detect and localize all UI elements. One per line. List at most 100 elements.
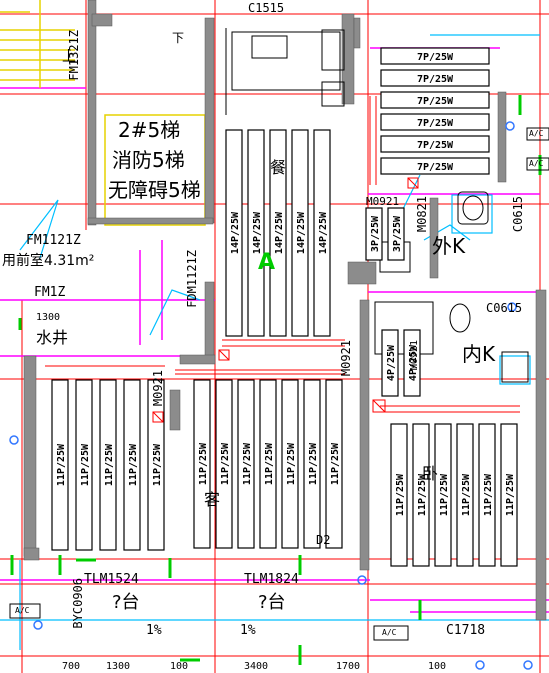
heater-p11b-6: 11P/25W — [325, 379, 343, 549]
dim-6: 100 — [428, 661, 447, 672]
heater-label: 14P/25W — [230, 211, 241, 254]
heating-pipes — [45, 96, 520, 413]
label-ac-3: A/C — [15, 606, 30, 615]
heater-tp-1: 7P/25W — [380, 69, 490, 87]
label-ac-2: A/C — [529, 159, 544, 168]
label-balcony-2: ?台 — [258, 592, 286, 613]
stair-name-3: 无障碍5梯 — [108, 178, 201, 202]
heater-label: 14P/25W — [274, 211, 285, 254]
heater-p11a-0: 11P/25W — [51, 379, 69, 551]
label-c1515: C1515 — [248, 1, 285, 15]
label-lobby: 用前室4.31m² — [2, 253, 95, 269]
heater-label: 11P/25W — [417, 473, 428, 516]
heater-label: 11P/25W — [104, 443, 115, 486]
dim-1: 700 — [62, 661, 81, 672]
heater-tp-2: 7P/25W — [380, 91, 490, 109]
heater-label: 7P/25W — [417, 96, 454, 107]
heater-label: 11P/25W — [264, 442, 275, 485]
label-tlm1524: TLM1524 — [84, 572, 139, 587]
label-living: 客 — [204, 490, 221, 509]
label-byc0906: BYC0906 — [71, 578, 85, 629]
label-balcony-1: ?台 — [112, 592, 140, 613]
label-fm1z: FM1Z — [34, 285, 66, 300]
heater-p3-1: 3P/25W — [387, 207, 405, 261]
label-m0921-a: M0921 — [366, 195, 400, 208]
heater-label: 7P/25W — [417, 162, 454, 173]
label-ac-4: A/C — [382, 628, 397, 637]
heater-p11c-2: 11P/25W — [434, 423, 452, 567]
heater-label: 11P/25W — [80, 443, 91, 486]
magenta-lines — [0, 47, 549, 613]
heater-p11c-3: 11P/25W — [456, 423, 474, 567]
heater-label: 11P/25W — [330, 442, 341, 485]
heater-p14-0: 14P/25W — [225, 129, 243, 337]
label-slope-2: 1% — [240, 623, 256, 638]
heater-label: 7P/25W — [417, 118, 454, 129]
valves — [152, 177, 419, 423]
label-kitchen: 餐 — [270, 158, 287, 177]
label-1300: 1300 — [36, 312, 61, 323]
dim-3: 100 — [170, 661, 189, 672]
heater-tp-0: 7P/25W — [380, 47, 490, 65]
heater-p14-3: 14P/25W — [291, 129, 309, 337]
label-m0921-d: M0921 — [409, 340, 420, 371]
heater-label: 11P/25W — [286, 442, 297, 485]
cyan-lines — [0, 34, 549, 650]
kitchen-counter — [225, 28, 345, 115]
heater-p11c-5: 11P/25W — [500, 423, 518, 567]
label-fm1321: FM1321Z — [67, 30, 81, 81]
heater-label: 4P/25W — [408, 344, 419, 381]
heater-p11a-2: 11P/25W — [99, 379, 117, 551]
heater-p4-1: 4P/25W — [403, 329, 421, 397]
label-d2: D2 — [316, 533, 331, 547]
heater-p11c-4: 11P/25W — [478, 423, 496, 567]
heater-p11b-4: 11P/25W — [281, 379, 299, 549]
heater-p11b-1: 11P/25W — [215, 379, 233, 549]
heater-label: 14P/25W — [252, 211, 263, 254]
heater-label: 11P/25W — [461, 473, 472, 516]
label-c0615-b: C0615 — [486, 301, 523, 315]
label-m0921-c: M0921 — [151, 370, 165, 407]
heater-label: 11P/25W — [439, 473, 450, 516]
heater-p3-0: 3P/25W — [365, 207, 383, 261]
heater-p4-0: 4P/25W — [381, 329, 399, 397]
heater-label: 11P/25W — [220, 442, 231, 485]
heater-label: 7P/25W — [417, 74, 454, 85]
label-ac-1: A/C — [529, 129, 544, 138]
dimension-row: 700 1300 100 3400 1700 100 — [0, 662, 549, 673]
heater-p14-1: 14P/25W — [247, 129, 265, 337]
heater-p11c-1: 11P/25W — [412, 423, 430, 567]
label-bath-outer: 外K — [432, 234, 466, 258]
dim-5: 1700 — [336, 661, 361, 672]
heater-label: 11P/25W — [505, 473, 516, 516]
heater-p11b-0: 11P/25W — [193, 379, 211, 549]
label-fdm1121: FDM1121Z — [185, 250, 199, 308]
heater-layer: 7P/25W 7P/25W 7P/25W 7P/25W 7P/25W 7P/25W 14P/… — [51, 47, 518, 567]
heater-p11a-1: 11P/25W — [75, 379, 93, 551]
label-c0615-a: C0615 — [511, 196, 525, 233]
heater-p11b-5: 11P/25W — [303, 379, 321, 549]
label-down: 下 — [172, 31, 185, 45]
heater-label: 11P/25W — [56, 443, 67, 486]
heater-label: 14P/25W — [318, 211, 329, 254]
heater-label: 11P/25W — [483, 473, 494, 516]
heater-label: 4P/25W — [386, 344, 397, 381]
heater-label: 11P/25W — [152, 443, 163, 486]
ac-boxes — [9, 127, 549, 641]
label-c1718: C1718 — [446, 623, 486, 638]
label-tlm1824: TLM1824 — [244, 572, 299, 587]
heater-p14-4: 14P/25W — [313, 129, 331, 337]
dim-4: 3400 — [244, 661, 269, 672]
heater-label: 3P/25W — [370, 215, 381, 252]
label-kitchen-mark: A — [258, 250, 276, 275]
heater-label: 11P/25W — [395, 473, 406, 516]
heater-p11c-0: 11P/25W — [390, 423, 408, 567]
heater-tp-4: 7P/25W — [380, 135, 490, 153]
label-fm1121: FM1121Z — [26, 233, 81, 248]
heater-p11b-3: 11P/25W — [259, 379, 277, 549]
label-m0821: M0821 — [415, 196, 429, 233]
label-bath-inner: 内K — [462, 342, 496, 366]
heater-tp-3: 7P/25W — [380, 113, 490, 131]
heater-label: 14P/25W — [296, 211, 307, 254]
